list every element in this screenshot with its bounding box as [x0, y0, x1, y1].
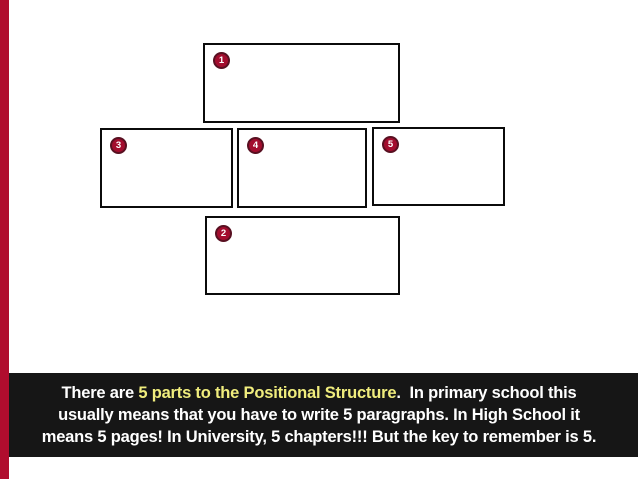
bottom-caption-band: There are 5 parts to the Positional Stru… — [0, 373, 638, 457]
caption-line-1: There are 5 parts to the Positional Stru… — [61, 382, 576, 404]
structure-box-2: 2 — [205, 216, 400, 295]
caption-line-1-prefix: There are — [61, 384, 139, 402]
caption-line-1-suffix: . In primary school this — [396, 384, 577, 402]
structure-box-4: 4 — [237, 128, 367, 208]
caption-line-3: means 5 pages! In University, 5 chapters… — [41, 428, 597, 446]
structure-box-5: 5 — [372, 127, 505, 206]
number-badge-3: 3 — [110, 137, 127, 154]
structure-box-1: 1 — [203, 43, 400, 123]
number-badge-4: 4 — [247, 137, 264, 154]
number-badge-5: 5 — [382, 136, 399, 153]
left-accent-bar — [0, 0, 9, 479]
structure-box-3: 3 — [100, 128, 233, 208]
number-badge-2: 2 — [215, 225, 232, 242]
caption-highlight: 5 parts to the Positional Structure — [138, 384, 397, 402]
number-badge-1: 1 — [213, 52, 230, 69]
caption-line-2: usually means that you have to write 5 p… — [58, 406, 580, 424]
